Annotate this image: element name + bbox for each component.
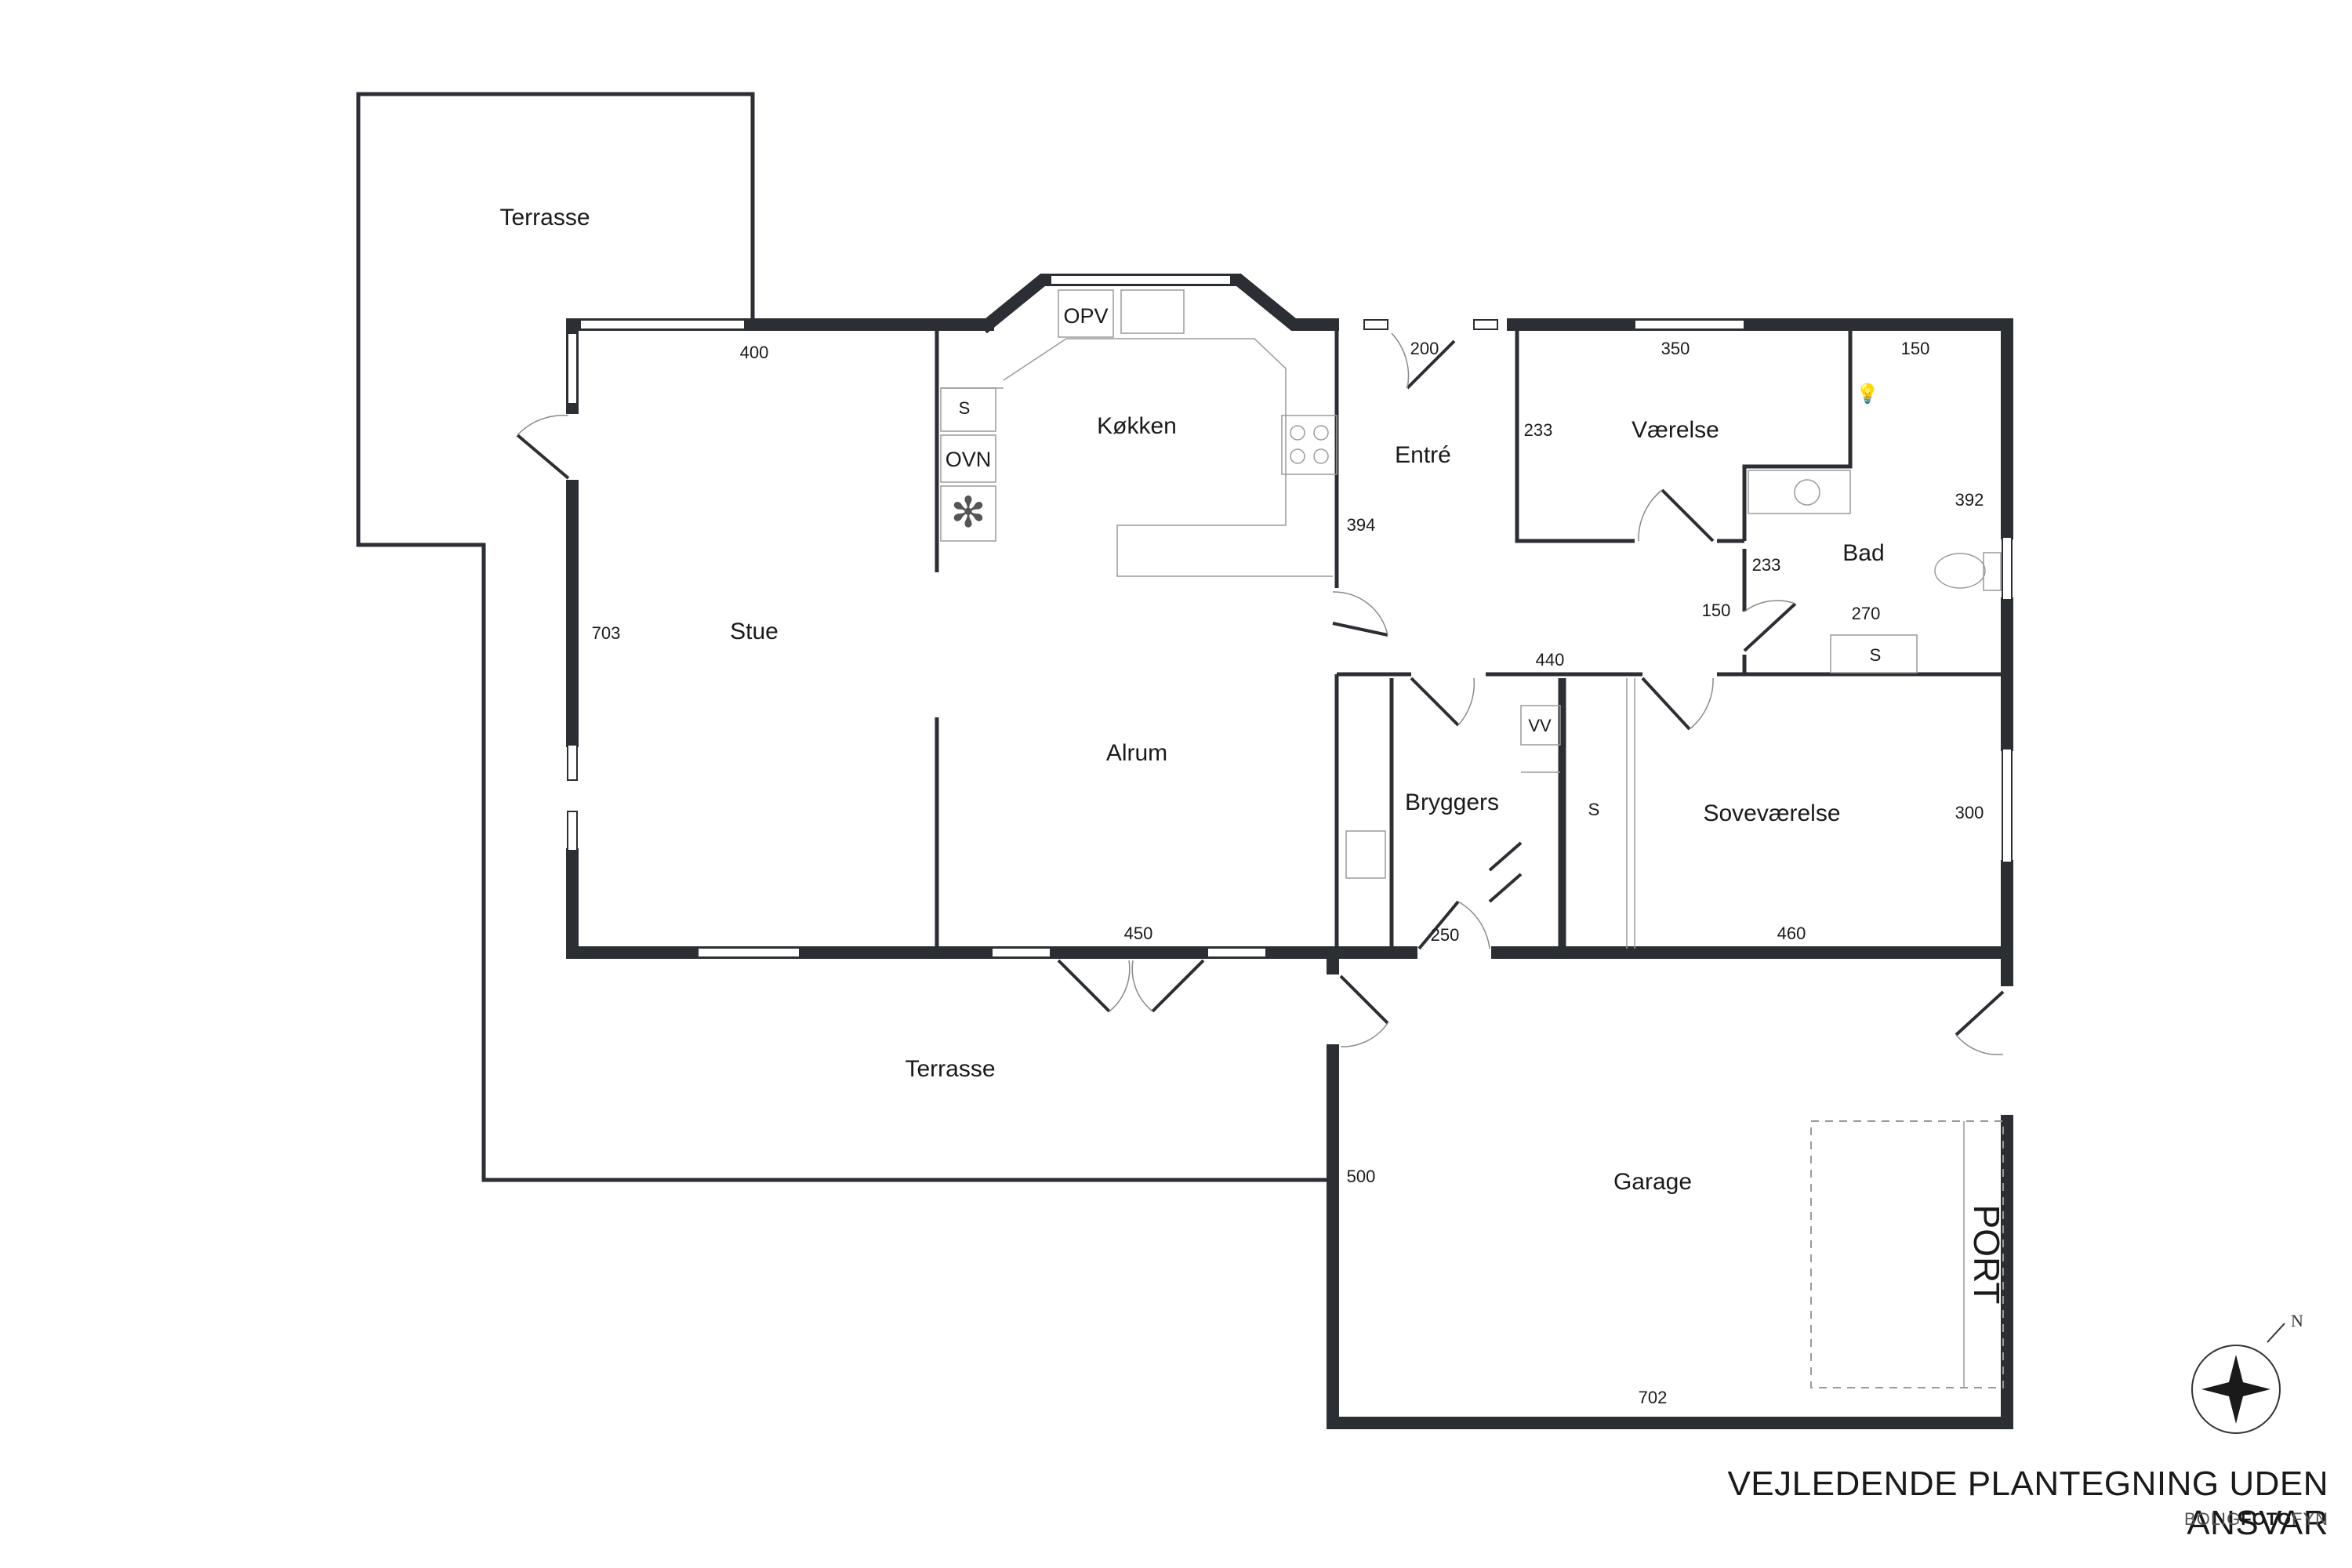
dim-garage-bottom: 702 — [1639, 1388, 1668, 1407]
room-vaerelse: Værelse — [1632, 417, 1719, 443]
room-bad: Bad — [1842, 540, 1884, 566]
fixture-s-bedroom: S — [1588, 800, 1600, 819]
garage-port — [1810, 1120, 2004, 1388]
doors — [516, 332, 2005, 1056]
snowflake-icon: ✻ — [950, 489, 985, 536]
room-terrasse-bottom: Terrasse — [905, 1056, 995, 1082]
brand-part-c: FYN — [2292, 1509, 2328, 1529]
dim-stue-side: 703 — [592, 623, 621, 643]
brand-part-b: FOTO — [2241, 1509, 2292, 1529]
dim-bad-left: 233 — [1752, 555, 1781, 575]
dim-entre-top: 200 — [1410, 339, 1439, 358]
dim-entre-bottom: 440 — [1536, 650, 1565, 670]
compass-icon: N — [2191, 1311, 2303, 1434]
fixture-opv: OPV — [1063, 304, 1108, 328]
room-fixtures: 💡 — [1345, 383, 2002, 879]
room-alrum: Alrum — [1106, 740, 1167, 766]
fixture-vv: VV — [1528, 716, 1552, 735]
footer-brand: BOLIGFOTOFYN — [2038, 1509, 2328, 1530]
windows — [567, 274, 2013, 958]
dim-bad-bottom: 270 — [1852, 604, 1881, 623]
fixture-port: PORT — [1966, 1205, 2007, 1305]
footer-title: VEJLEDENDE PLANTEGNING UDEN ANSVAR — [1727, 1465, 2328, 1542]
room-stue: Stue — [730, 619, 779, 644]
svg-text:N: N — [2291, 1311, 2303, 1330]
dim-bryggers-bottom: 250 — [1431, 925, 1460, 945]
room-entre: Entré — [1395, 442, 1451, 468]
terrace-outline — [356, 92, 1333, 1182]
room-terrasse-top: Terrasse — [499, 205, 590, 230]
dim-stue-top: 400 — [740, 343, 769, 362]
dim-sovevaerelse-bottom: 460 — [1777, 924, 1806, 943]
dim-garage-side: 500 — [1347, 1167, 1376, 1186]
dim-alrum-bottom: 450 — [1124, 924, 1153, 943]
room-kokken: Køkken — [1097, 413, 1177, 439]
dim-vaerelse-side: 233 — [1524, 420, 1553, 440]
kitchen-fixtures: ✻ — [940, 289, 1338, 577]
outer-walls — [566, 274, 2013, 1429]
dim-bad-top: 150 — [1901, 339, 1930, 358]
dim-vaerelse-top: 350 — [1661, 339, 1690, 358]
room-garage: Garage — [1613, 1169, 1692, 1195]
dim-bad-side: 392 — [1955, 490, 1984, 510]
dim-kokken-side: 394 — [1347, 515, 1376, 535]
light-bulb-icon: 💡 — [1856, 383, 1879, 405]
fixture-ovn: OVN — [946, 448, 992, 471]
dim-bad-hall: 150 — [1702, 601, 1731, 620]
room-sovevaerelse: Soveværelse — [1703, 800, 1840, 826]
dim-sovevaerelse-side: 300 — [1955, 803, 1984, 822]
brand-part-a: BOLIG — [2184, 1509, 2241, 1529]
fixture-s-bath: S — [1870, 645, 1882, 665]
fixture-s-kitchen: S — [959, 398, 971, 418]
room-bryggers: Bryggers — [1405, 789, 1499, 815]
